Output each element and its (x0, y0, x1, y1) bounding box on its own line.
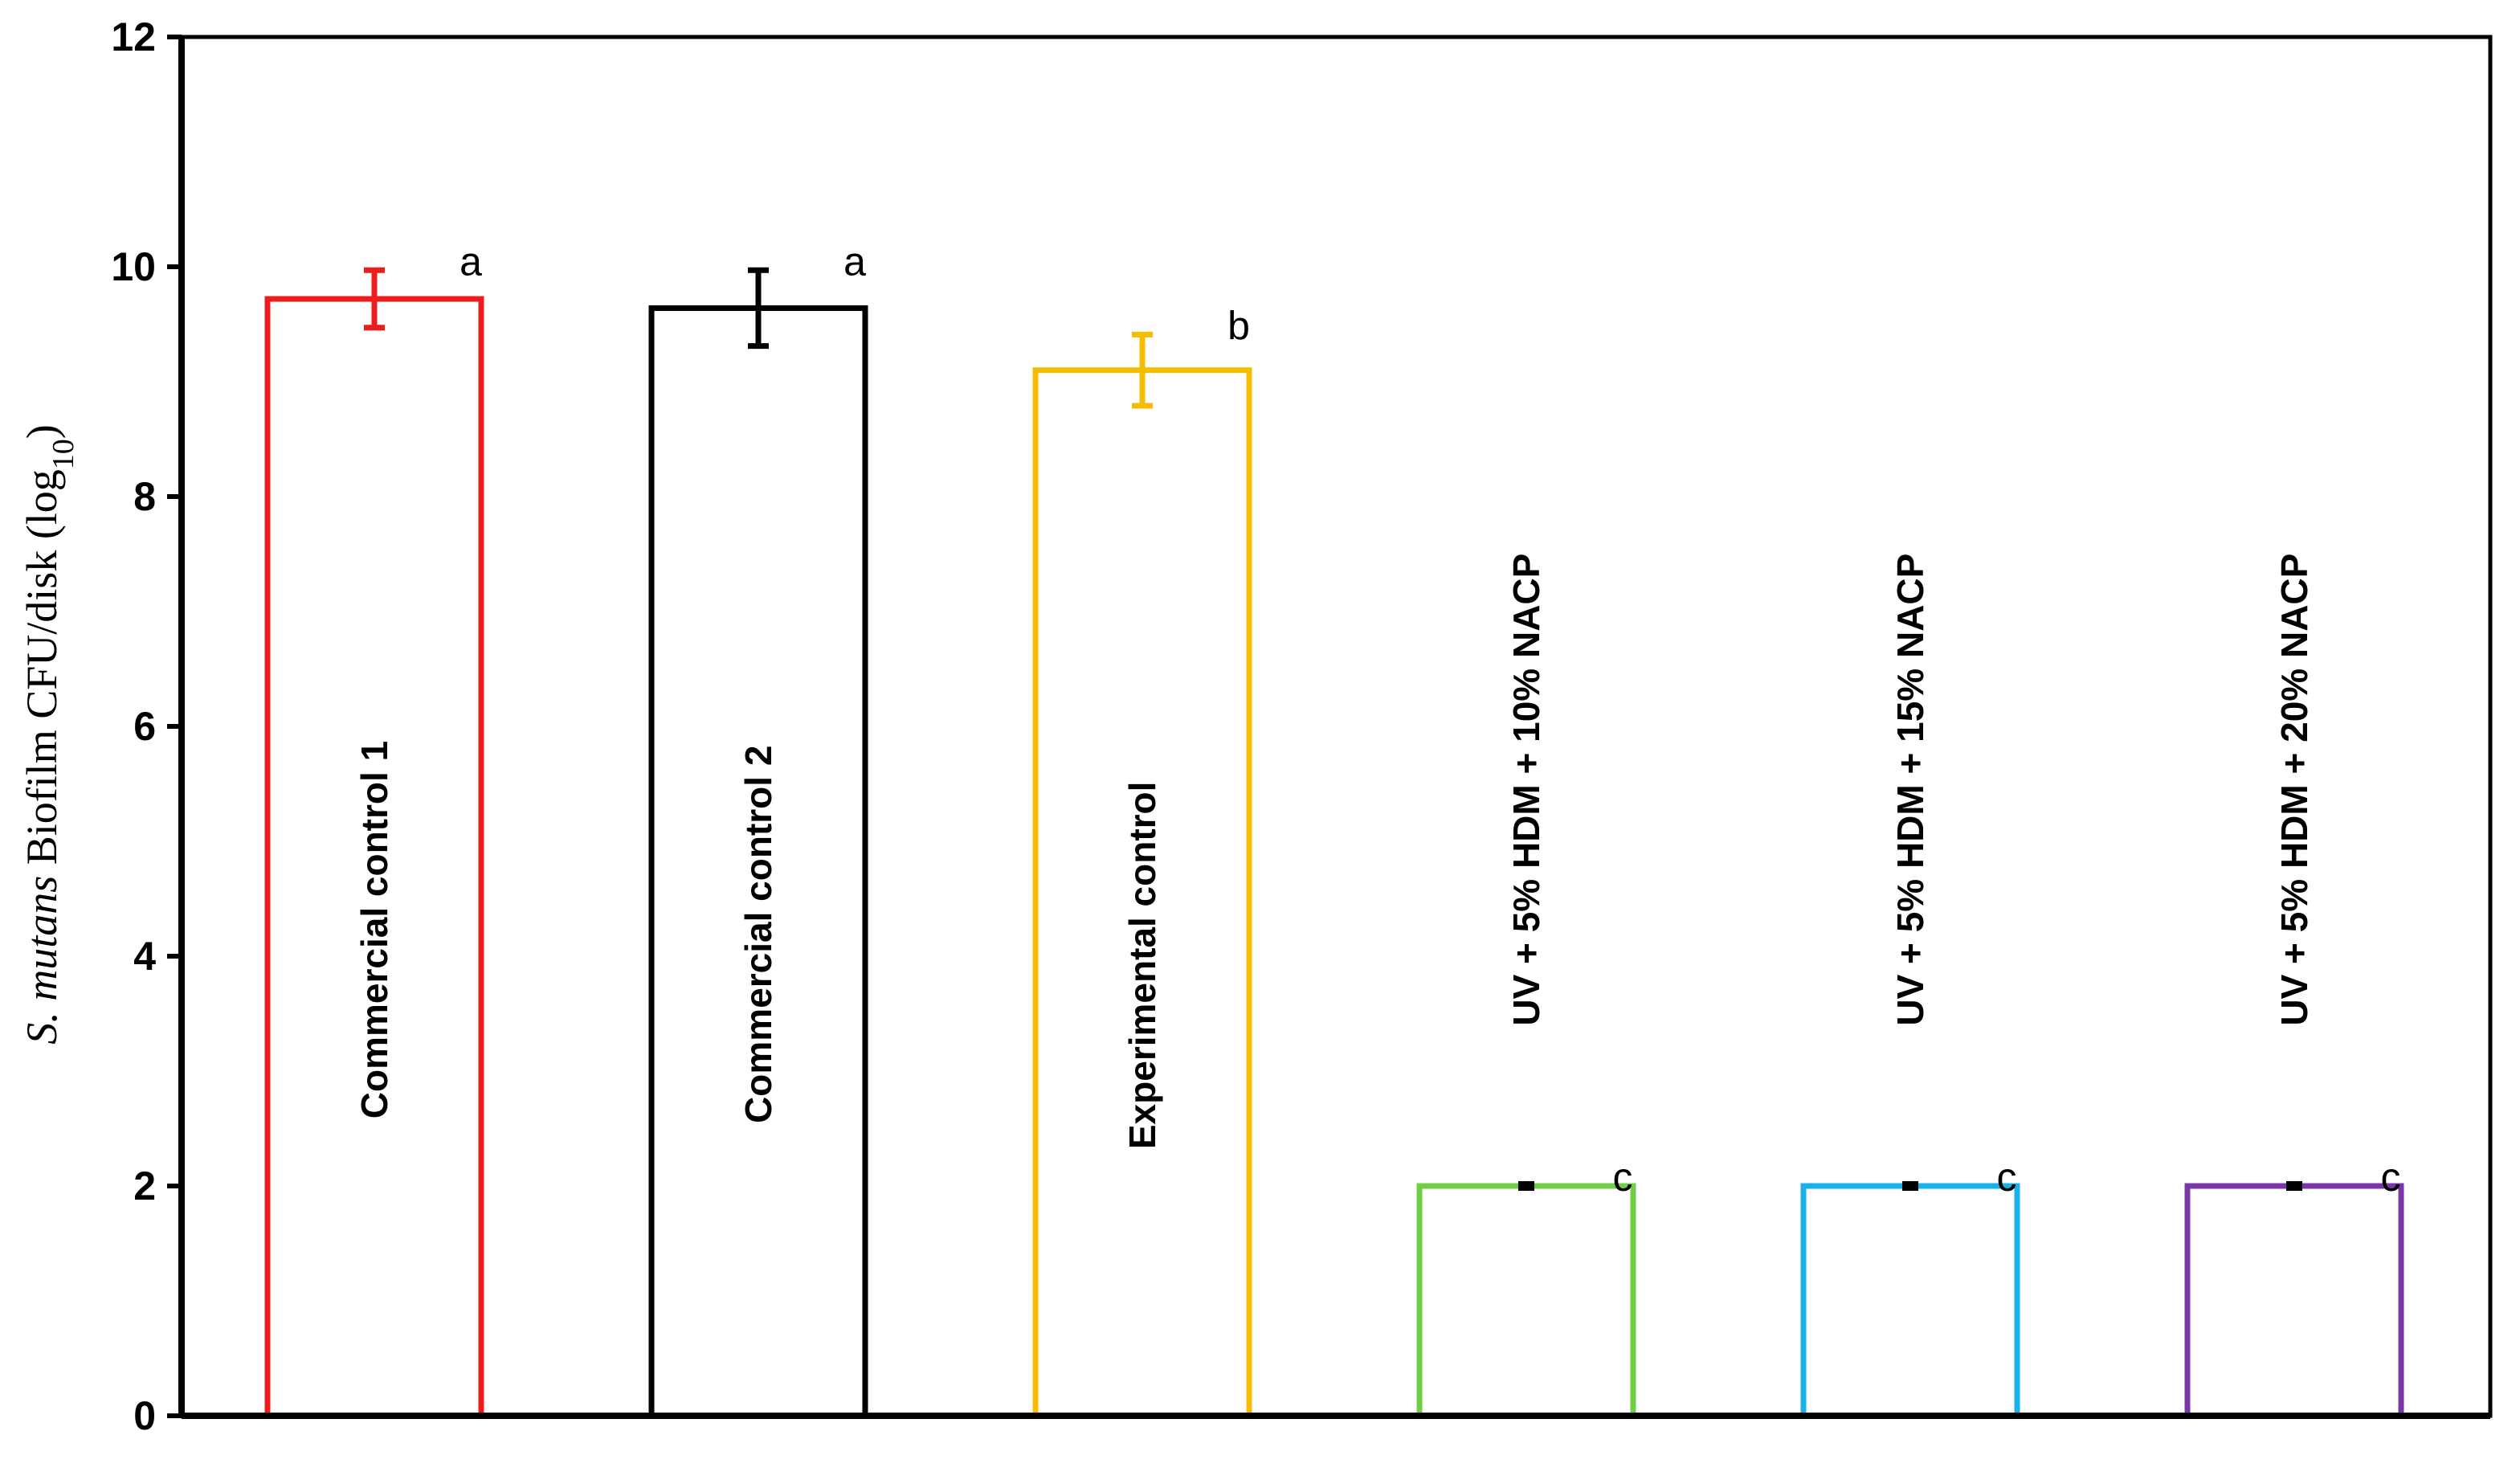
error-bar-6 (2286, 1181, 2302, 1191)
plot-frame (179, 35, 2493, 1418)
bar-5 (1800, 1183, 2020, 1419)
significance-letter-2: a (843, 239, 866, 284)
y-axis-label-italic: S. mutans (18, 876, 66, 1045)
y-axis-label: S. mutans Biofilm CFU/disk (log10) (18, 424, 80, 1045)
significance-letter-3: b (1227, 303, 1250, 348)
bar-label-1: Commercial control 1 (353, 741, 395, 1118)
y-axis-label-text: Biofilm CFU/disk (log (18, 469, 66, 876)
y-axis-label-subscript: 10 (47, 439, 80, 469)
y-tick-label-8: 8 (133, 474, 156, 519)
y-tick-label-2: 2 (133, 1163, 156, 1208)
bar-3 (1032, 367, 1252, 1419)
significance-letter-4: c (1613, 1155, 1633, 1200)
bar-label-3: Experimental control (1121, 782, 1163, 1150)
bar-label-5: UV + 5% HDM + 15% NACP (1889, 554, 1931, 1026)
significance-letter-1: a (459, 239, 482, 284)
y-tick-label-4: 4 (133, 934, 156, 979)
error-bar-5 (1902, 1181, 1918, 1191)
bars-layer (264, 267, 2404, 1419)
y-tick-label-10: 10 (111, 244, 156, 289)
error-bar-4 (1518, 1181, 1534, 1191)
y-tick-label-0: 0 (133, 1393, 156, 1438)
bar-label-6: UV + 5% HDM + 20% NACP (2273, 554, 2315, 1026)
significance-letter-5: c (1997, 1155, 2017, 1200)
y-axis-label-suffix: ) (18, 424, 66, 439)
y-tick-label-12: 12 (111, 14, 156, 59)
y-tick-label-6: 6 (133, 704, 156, 749)
bar-6 (2184, 1183, 2404, 1419)
bar-label-4: UV + 5% HDM + 10% NACP (1505, 554, 1547, 1026)
bar-1 (264, 296, 484, 1419)
axes-layer (167, 35, 2493, 1419)
bar-label-2: Commercial control 2 (737, 746, 779, 1123)
significance-letter-6: c (2381, 1155, 2401, 1200)
bar-4 (1416, 1183, 1636, 1419)
